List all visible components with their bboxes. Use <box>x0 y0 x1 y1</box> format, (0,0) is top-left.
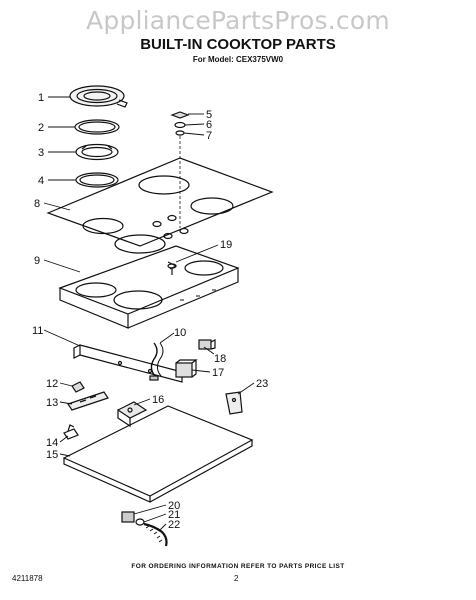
callout-23: 23 <box>256 378 268 390</box>
callout-12: 12 <box>46 378 58 390</box>
callout-17: 17 <box>212 367 224 379</box>
callout-15: 15 <box>46 449 58 461</box>
callout-3: 3 <box>38 147 44 159</box>
burner-element <box>69 85 128 108</box>
control-knob-assembly <box>170 111 190 228</box>
callout-labels: 1 2 3 4 5 6 7 8 9 10 11 12 13 14 15 16 1… <box>32 92 268 531</box>
callout-4: 4 <box>38 175 44 187</box>
callout-18: 18 <box>214 353 226 365</box>
callout-14: 14 <box>46 437 58 449</box>
callout-16: 16 <box>152 394 164 406</box>
callout-2: 2 <box>38 122 44 134</box>
power-cord-assembly <box>121 511 168 547</box>
mounting-bracket <box>73 344 183 383</box>
ordering-note: FOR ORDERING INFORMATION REFER TO PARTS … <box>131 563 345 570</box>
page-title: BUILT-IN COOKTOP PARTS <box>140 36 336 53</box>
callout-10: 10 <box>174 327 186 339</box>
spring-clip <box>71 381 85 393</box>
trim-ring <box>74 119 120 135</box>
callout-19: 19 <box>220 239 232 251</box>
callout-13: 13 <box>46 397 58 409</box>
callout-20: 20 <box>168 500 180 512</box>
watermark: AppliancePartsPros.com <box>86 6 390 35</box>
reflector-bowl <box>75 143 119 161</box>
terminal-block <box>116 401 148 428</box>
switch-bracket <box>67 391 109 411</box>
mounting-screw <box>167 263 177 275</box>
callout-11: 11 <box>32 325 43 337</box>
cooktop-body <box>58 245 240 329</box>
indicator-light <box>198 339 216 350</box>
page-number: 2 <box>234 574 239 583</box>
callout-7: 7 <box>206 130 212 142</box>
leader-lines <box>43 96 255 531</box>
glass-cooktop-panel <box>46 157 274 254</box>
callout-6: 6 <box>206 119 212 131</box>
right-bracket <box>225 391 243 415</box>
wire-harness <box>149 342 164 381</box>
callout-8: 8 <box>34 198 40 210</box>
bottom-pan <box>62 405 254 503</box>
callout-9: 9 <box>34 255 40 267</box>
callout-21: 21 <box>168 509 180 521</box>
callout-22: 22 <box>168 519 180 531</box>
infinite-switch <box>175 359 198 378</box>
callout-1: 1 <box>38 92 44 104</box>
burner-ring <box>75 172 119 188</box>
document-part-number: 4211878 <box>12 574 43 583</box>
model-subtitle: For Model: CEX375VW0 <box>192 55 284 64</box>
callout-5: 5 <box>206 109 212 121</box>
